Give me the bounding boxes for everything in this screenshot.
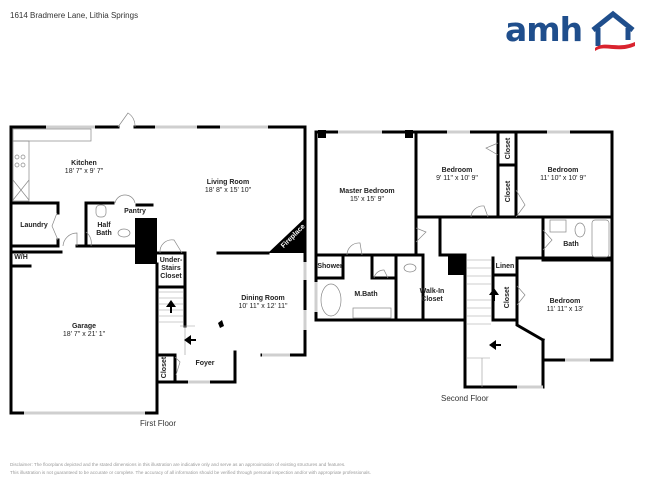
room-shower: Shower [317, 263, 343, 270]
room-half-bath: Half Bath [96, 222, 112, 237]
room-bath: Bath [563, 241, 579, 248]
room-closet-hall: Closet [504, 286, 512, 309]
room-closet-upper: Closet [505, 137, 513, 160]
disclaimer: Disclaimer: The floorplans depicted and … [10, 461, 650, 477]
amh-logo: amh [505, 8, 640, 52]
room-pantry: Pantry [124, 208, 146, 215]
house-roof-icon [591, 10, 635, 51]
room-water-heater: W/H [14, 254, 28, 261]
room-dining-room: Dining Room 10' 11" x 12' 11" [238, 295, 288, 310]
second-floor-label: Second Floor [441, 394, 489, 403]
first-floor-label: First Floor [140, 419, 176, 428]
address-title: 1614 Bradmere Lane, Lithia Springs [10, 11, 139, 20]
room-living-room: Living Room 18' 8" x 15' 10" [204, 179, 252, 194]
room-laundry: Laundry [20, 222, 48, 229]
room-bedroom-2: Bedroom 9' 11" x 10' 9" [436, 167, 478, 182]
room-bedroom-3: Bedroom 11' 10" x 10' 9" [540, 167, 586, 182]
room-master-bedroom: Master Bedroom 15' x 15' 9" [339, 188, 395, 203]
room-linen: Linen [495, 263, 515, 270]
logo-text: amh [505, 10, 583, 49]
disclaimer-line-1: Disclaimer: The floorplans depicted and … [10, 462, 346, 467]
room-bedroom-4: Bedroom 11' 11" x 13' [546, 298, 584, 313]
room-closet-lower: Closet [505, 180, 513, 203]
disclaimer-line-2: This illustration is not guaranteed to b… [10, 470, 371, 475]
room-walk-in-closet: Walk-In Closet [419, 288, 445, 303]
room-under-stairs-closet: Under-Stairs Closet [159, 257, 183, 280]
room-kitchen: Kitchen 18' 7" x 9' 7" [64, 160, 104, 175]
room-foyer: Foyer [195, 360, 215, 367]
room-garage: Garage 18' 7" x 21' 1" [62, 323, 106, 338]
room-master-bath: M.Bath [354, 291, 378, 298]
room-foyer-closet: Closet [161, 356, 169, 379]
